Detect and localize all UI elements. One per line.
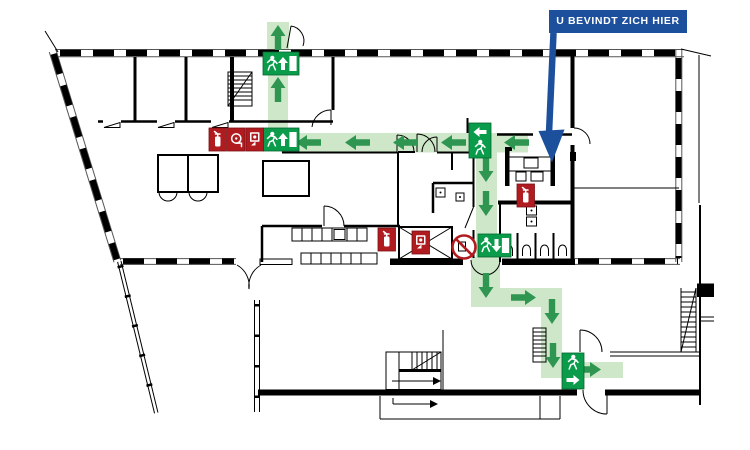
fire-hose-reel-icon — [227, 127, 246, 152]
exit-sign-southeast — [561, 352, 585, 390]
manual-call-point-icon — [245, 127, 264, 152]
canopy-line-topleft — [44, 30, 59, 53]
exit-sign-top — [262, 51, 300, 76]
escape-route-path — [267, 22, 623, 378]
sliding-door-symbol — [103, 121, 121, 128]
fire-extinguisher-icon — [516, 183, 535, 208]
fire-extinguisher-icon — [377, 227, 396, 252]
fire-extinguisher-icon — [208, 127, 227, 152]
ladder-interior — [532, 327, 547, 363]
desk — [505, 147, 555, 186]
stairs-basement — [385, 351, 442, 408]
ladder-exterior-east — [680, 283, 714, 353]
exterior-walls — [44, 30, 712, 414]
sliding-door-symbol — [157, 121, 175, 128]
exit-sign-corridor-turn — [468, 122, 492, 159]
stairs-top-middle — [227, 71, 253, 107]
no-elevator-prohibition-sign — [451, 234, 477, 260]
exit-sign-center-south — [477, 233, 512, 258]
exit-sign-corridor — [262, 127, 300, 152]
sliding-door-symbol — [211, 121, 229, 128]
you-are-here-label: U BEVINDT ZICH HIER — [549, 10, 687, 33]
manual-call-point-icon — [411, 230, 430, 255]
you-are-here-arrow — [538, 32, 565, 163]
interior-walls — [98, 50, 679, 420]
